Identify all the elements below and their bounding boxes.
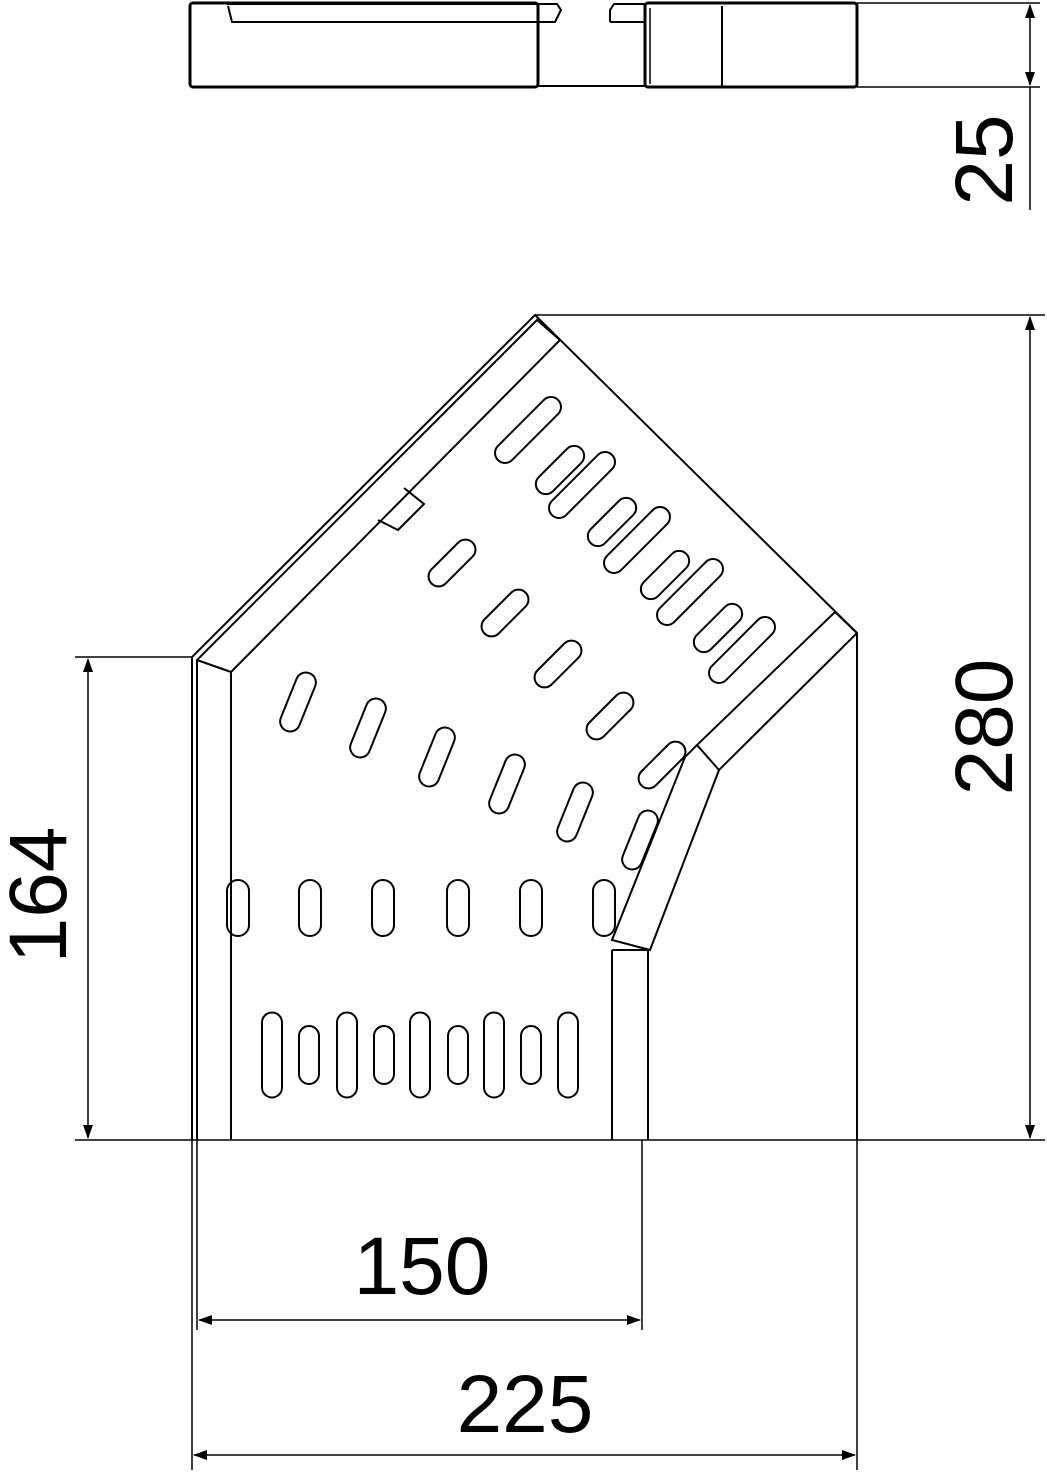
perforation-slot [336, 1011, 358, 1099]
perforation-slot [534, 444, 586, 496]
perforation-slot [548, 451, 616, 519]
dim-width-225: 225 [457, 1359, 594, 1450]
perforation-slot [692, 602, 744, 654]
perforation-slot [488, 753, 526, 815]
perforation-slot [519, 879, 543, 937]
perforation-slot [533, 639, 583, 689]
dim-height-25: 25 [939, 114, 1030, 205]
perforation-slot [520, 1025, 542, 1085]
dim-width-150: 150 [354, 1221, 491, 1312]
perforation-slot [637, 740, 687, 790]
dimension-labels: 25 280 164 150 225 [0, 114, 1030, 1450]
perforation-slot [298, 879, 322, 937]
perforation-slot [480, 588, 530, 638]
plan-view [191, 313, 858, 1140]
dim-length-280: 280 [939, 659, 1030, 796]
perforation-slot [373, 1025, 395, 1085]
perforation-slot [226, 879, 250, 937]
perforation-slot [418, 726, 456, 788]
perforation-slot [603, 506, 671, 574]
perforation-slot [298, 1025, 320, 1085]
perforation-slot [708, 616, 776, 684]
perforation-slot [585, 691, 635, 741]
dim-side-164: 164 [0, 827, 84, 964]
perforation-slot [494, 396, 562, 464]
perforation-slot [447, 1025, 469, 1085]
perforation-slot [261, 1011, 283, 1099]
perforation-slot [656, 558, 724, 626]
perforation-slot [592, 879, 616, 937]
perforation-slot [409, 1011, 431, 1099]
perforation-slot [621, 809, 659, 871]
perforation-slot [556, 781, 594, 843]
perforation-slot [446, 879, 470, 937]
side-view [188, 1, 859, 89]
perforation-slot [557, 1011, 579, 1099]
perforation-slot [427, 538, 477, 588]
perforation-slot [639, 549, 691, 601]
perforation-slot [586, 496, 638, 548]
perforation-slot [371, 879, 395, 937]
perforation-slot [349, 697, 387, 759]
perforation-slot [279, 671, 317, 733]
dimension-lines [75, 2, 1045, 1470]
perforation-slot [483, 1011, 505, 1099]
perforation-slots [226, 396, 776, 1099]
